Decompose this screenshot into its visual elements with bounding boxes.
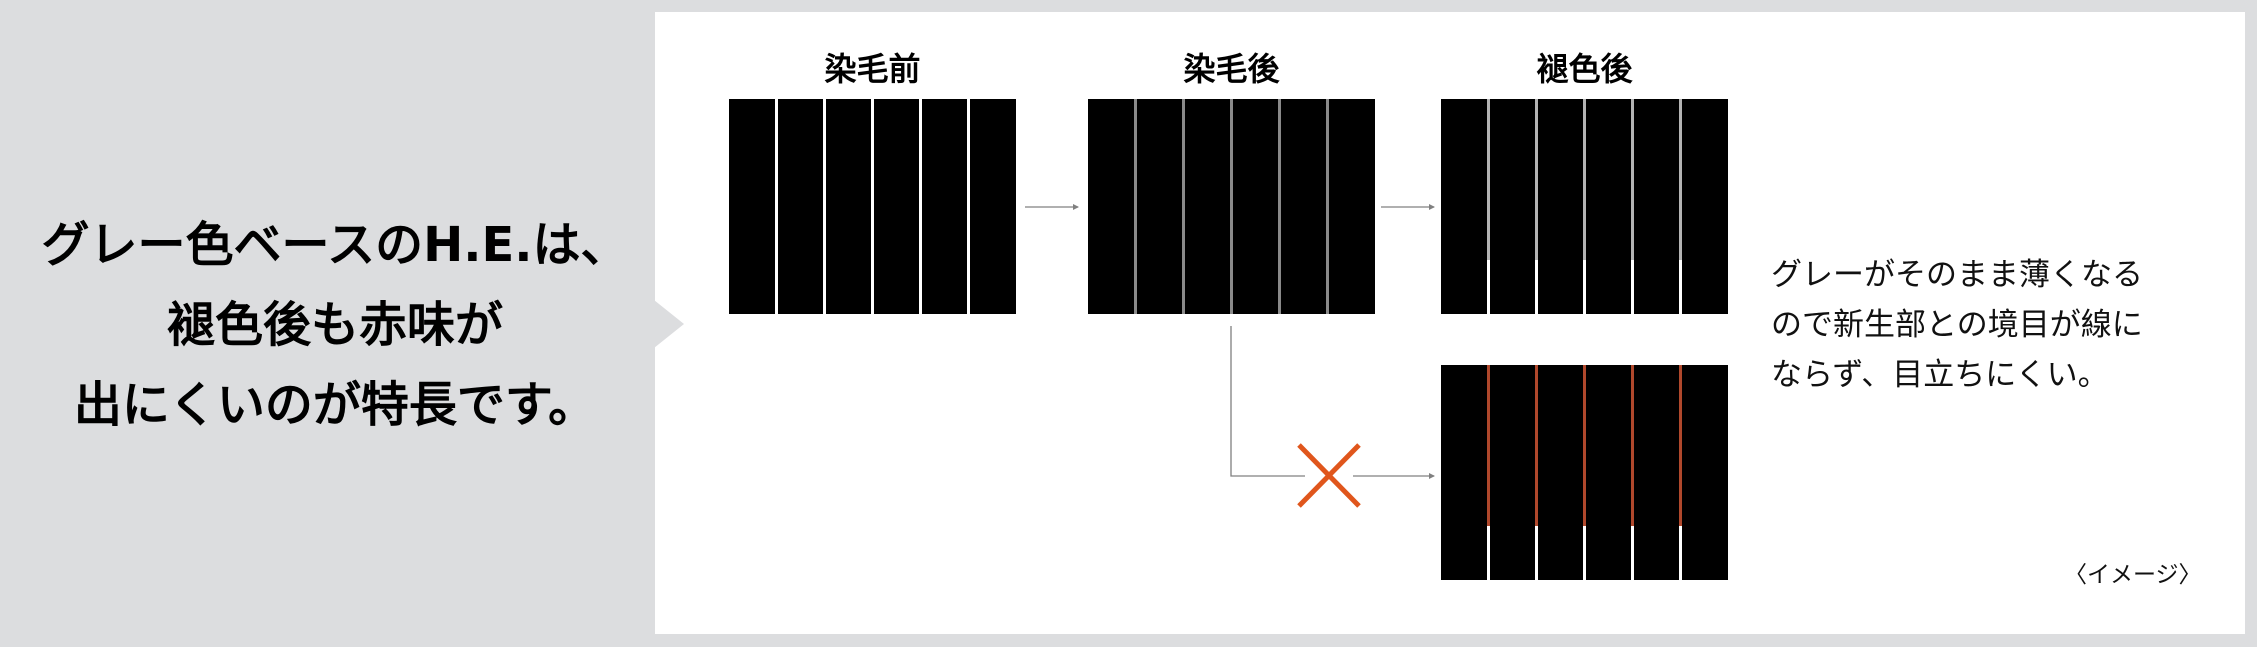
- strand-gap-new-growth: [1630, 260, 1634, 314]
- strand-gap: [1583, 99, 1586, 314]
- strand-gap-color: [1487, 99, 1491, 261]
- strand-gap-new-growth: [1583, 260, 1586, 314]
- hair-block-after-fade-gray: [1441, 99, 1728, 314]
- strand-gap-color: [871, 99, 874, 314]
- stage-label-before-dye: 染毛前: [824, 50, 921, 88]
- strand-gap: [1678, 365, 1682, 580]
- strand-gap: [1630, 365, 1634, 580]
- strand-gap: [775, 99, 779, 314]
- strand-gap-color: [775, 99, 779, 314]
- image-caption: 〈イメージ〉: [2064, 562, 2202, 588]
- strand-gap: [871, 99, 874, 314]
- strand-gap-new-growth: [1583, 526, 1586, 580]
- arrow-icon: [1025, 204, 1079, 210]
- strand-gap-color: [1134, 99, 1138, 314]
- strand-gap: [1583, 365, 1586, 580]
- strand-gap: [1487, 365, 1491, 580]
- stage-label-after-dye: 染毛後: [1183, 50, 1280, 88]
- strand-gap: [1134, 99, 1138, 314]
- explanation-line: グレーがそのまま薄くなる: [1771, 257, 2143, 293]
- strand-gap: [1277, 99, 1281, 314]
- strand-gap: [918, 99, 922, 314]
- stage-label-after-fade: 褪色後: [1536, 50, 1633, 88]
- strand-gap: [823, 99, 827, 314]
- strand-gap: [1230, 99, 1233, 314]
- explanation-line: ので新生部との境目が線に: [1771, 307, 2143, 343]
- strand-gap-color: [1277, 99, 1281, 314]
- strand-gap-new-growth: [1678, 260, 1682, 314]
- hair-block-after-dye: [1088, 99, 1375, 314]
- strand-gap-color: [918, 99, 922, 314]
- explanation-text: グレーがそのまま薄くなる ので新生部との境目が線に ならず、目立ちにくい。: [1771, 250, 2143, 400]
- strand-gap-color: [1583, 365, 1586, 527]
- strand-gap-color: [1678, 99, 1682, 261]
- strand-gap-color: [1325, 99, 1329, 314]
- connector-arrow-icon: [1230, 326, 1435, 479]
- strand-gap-new-growth: [1630, 526, 1634, 580]
- strand-gap-color: [823, 99, 827, 314]
- strand-gap-color: [1630, 99, 1634, 261]
- strand-gap: [1325, 99, 1329, 314]
- explanation-line: ならず、目立ちにくい。: [1771, 357, 2109, 393]
- cross-icon: [1297, 443, 1361, 508]
- arrow-icon: [1381, 204, 1435, 210]
- strand-gap-new-growth: [1678, 526, 1682, 580]
- strand-gap: [1535, 99, 1539, 314]
- strand-gap-color: [1230, 99, 1233, 314]
- strand-gap: [966, 99, 970, 314]
- callout-pointer: [654, 300, 684, 348]
- strand-gap-new-growth: [1535, 526, 1539, 580]
- headline: グレー色ベースのH.E.は、 褪色後も赤味が 出にくいのが特長です。: [20, 205, 650, 445]
- headline-line: 出にくいのが特長です。: [73, 377, 597, 433]
- strand-gap-color: [1535, 99, 1539, 261]
- headline-line: 褪色後も赤味が: [166, 297, 503, 353]
- strand-gap-color: [1630, 365, 1634, 527]
- strand-gap: [1182, 99, 1186, 314]
- strand-gap-color: [1487, 365, 1491, 527]
- hair-block-after-fade-red: [1441, 365, 1728, 580]
- strand-gap-new-growth: [1535, 260, 1539, 314]
- strand-gap-new-growth: [1487, 260, 1491, 314]
- strand-gap: [1487, 99, 1491, 314]
- strand-gap-color: [1583, 99, 1586, 261]
- strand-gap: [1630, 99, 1634, 314]
- strand-gap-color: [966, 99, 970, 314]
- strand-gap: [1678, 99, 1682, 314]
- strand-gap-new-growth: [1487, 526, 1491, 580]
- hair-block-before-dye: [729, 99, 1016, 314]
- strand-gap: [1535, 365, 1539, 580]
- headline-line: グレー色ベースのH.E.は、: [41, 217, 629, 273]
- strand-gap-color: [1182, 99, 1186, 314]
- strand-gap-color: [1535, 365, 1539, 527]
- strand-gap-color: [1678, 365, 1682, 527]
